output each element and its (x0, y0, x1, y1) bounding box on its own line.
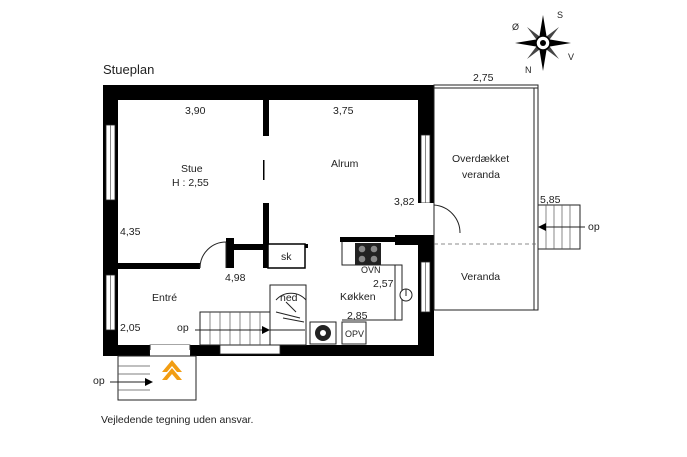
veranda-stairs-label: op (588, 221, 600, 233)
veranda-door-opening (418, 203, 434, 235)
compass-east-label: Ø (512, 22, 519, 32)
front-door-opening (150, 345, 190, 356)
compass-west-label: V (568, 52, 574, 62)
dim-alrum-width: 3,75 (333, 105, 354, 117)
room-height-stue: H : 2,55 (172, 177, 209, 189)
veranda-door-swing (433, 204, 461, 234)
room-label-alrum: Alrum (331, 158, 359, 170)
compass-north-label: N (525, 65, 532, 75)
compass-south-label: S (557, 10, 563, 20)
entry-steps (110, 355, 197, 401)
dim-veranda-width: 2,75 (473, 72, 494, 84)
room-label-covered-veranda-1: Overdækket (452, 153, 509, 165)
entrance-arrow-icon (162, 360, 182, 380)
room-label-entre: Entré (152, 292, 177, 304)
dim-stue-depth: 4,35 (120, 226, 141, 238)
room-label-kokken: Køkken (340, 291, 376, 303)
plan-title: Stueplan (103, 62, 154, 77)
dim-kitchen-width: 2,85 (347, 310, 368, 322)
storage-label: sk (281, 251, 292, 263)
dishwasher-icon (341, 321, 367, 345)
stairs-down-label: ned (280, 292, 298, 304)
dim-hall-width: 4,98 (225, 272, 246, 284)
stairs-down (269, 284, 307, 346)
room-label-stue: Stue (181, 163, 203, 175)
entry-stairs-label: op (93, 375, 105, 387)
dishwasher-label: OPV (345, 329, 364, 339)
dim-alrum-depth: 3,82 (394, 196, 415, 208)
dim-stue-width: 3,90 (185, 105, 206, 117)
stue-door-swing (199, 241, 227, 269)
dim-entre-depth: 2,05 (120, 322, 141, 334)
veranda-outline (433, 84, 539, 311)
dim-kitchen-depth: 2,57 (373, 278, 394, 290)
compass-icon (515, 15, 571, 71)
stairs-up-label: op (177, 322, 189, 334)
stairs-up-interior (195, 311, 271, 346)
room-label-veranda: Veranda (461, 271, 500, 283)
stove-icon (355, 243, 381, 265)
veranda-steps (537, 204, 585, 250)
room-label-covered-veranda-2: veranda (462, 169, 500, 181)
disclaimer-text: Vejledende tegning uden ansvar. (101, 414, 253, 426)
oven-label: OVN (361, 265, 381, 275)
storage-closet (267, 243, 306, 269)
dim-veranda-depth: 5,85 (540, 194, 561, 206)
